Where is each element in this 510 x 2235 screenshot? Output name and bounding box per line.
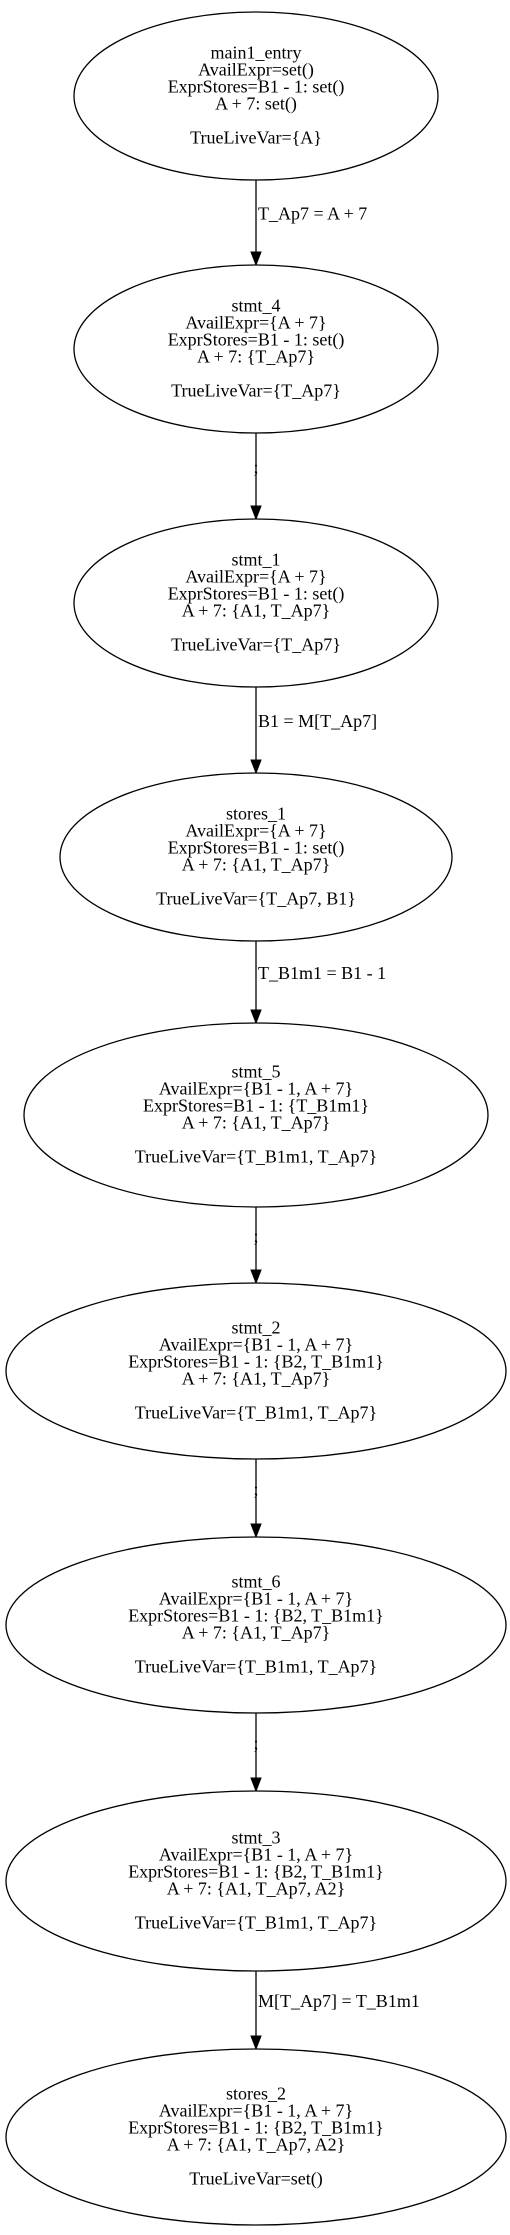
node-line: TrueLiveVar={T_Ap7} xyxy=(171,635,341,655)
edge-arrowhead xyxy=(250,505,262,521)
edges-layer: T_Ap7 = A + 7; B1 = M[T_Ap7] T_B1m1 = B1 -… xyxy=(250,180,420,2051)
edge-arrowhead xyxy=(250,1777,262,1793)
node-ellipse xyxy=(59,772,453,942)
node-line: ExprStores=B1 - 1: {B2, T_B1m1} xyxy=(128,2118,384,2138)
edge-label: ; xyxy=(253,1479,258,1499)
node-line: TrueLiveVar={T_Ap7, B1} xyxy=(156,889,356,909)
node-line: A + 7: {A1, T_Ap7} xyxy=(182,855,331,875)
node-line: TrueLiveVar={T_B1m1, T_Ap7} xyxy=(135,1403,377,1423)
node-line: AvailExpr=set() xyxy=(198,60,314,81)
node-ellipse xyxy=(73,11,439,181)
node-line: A + 7: {A1, T_Ap7} xyxy=(182,1623,331,1643)
node-ellipse xyxy=(5,2048,507,2226)
node-line: TrueLiveVar={T_B1m1, T_Ap7} xyxy=(135,1147,377,1167)
edge-stmt-4-to-stmt-1: ; xyxy=(250,433,262,521)
node-line: A + 7: set() xyxy=(215,94,297,115)
node-title: stmt_4 xyxy=(231,296,280,316)
node-line: ExprStores=B1 - 1: {T_B1m1} xyxy=(143,1096,369,1116)
edge-stmt-5-to-stmt-2: ; xyxy=(250,1207,262,1285)
edge-label: ; xyxy=(253,1733,258,1753)
edge-stores-1-to-stmt-5: T_B1m1 = B1 - 1 xyxy=(250,941,386,1025)
node-title: stmt_3 xyxy=(231,1828,280,1848)
node-line: TrueLiveVar={T_B1m1, T_Ap7} xyxy=(135,1913,377,1933)
node-line: A + 7: {A1, T_Ap7} xyxy=(182,1113,331,1133)
node-title: main1_entry xyxy=(211,43,302,63)
edge-arrowhead xyxy=(250,1009,262,1025)
edge-main1-entry-to-stmt-4: T_Ap7 = A + 7 xyxy=(250,180,367,267)
nodes-layer: main1_entryAvailExpr=set()ExprStores=B1 … xyxy=(5,11,507,2226)
node-line: AvailExpr={B1 - 1, A + 7} xyxy=(159,1845,353,1865)
node-line: AvailExpr={A + 7} xyxy=(185,567,326,587)
node-ellipse xyxy=(73,518,439,688)
node-title: stores_1 xyxy=(226,804,286,824)
edge-arrowhead xyxy=(250,1523,262,1539)
node-line: AvailExpr={A + 7} xyxy=(185,821,326,841)
edge-label: M[T_Ap7] = T_B1m1 xyxy=(258,1991,420,2011)
node-ellipse xyxy=(23,1022,489,1208)
node-line: ExprStores=B1 - 1: set() xyxy=(168,584,345,605)
edge-label: ; xyxy=(253,1226,258,1246)
node-title: stmt_5 xyxy=(231,1062,280,1082)
node-line: TrueLiveVar={T_Ap7} xyxy=(171,381,341,401)
edge-stmt-1-to-stores-1: B1 = M[T_Ap7] xyxy=(250,687,377,775)
node-ellipse xyxy=(5,1536,507,1714)
node-line: A + 7: {A1, T_Ap7} xyxy=(182,1369,331,1389)
node-main1-entry: main1_entryAvailExpr=set()ExprStores=B1 … xyxy=(73,11,439,181)
node-line: ExprStores=B1 - 1: set() xyxy=(168,330,345,351)
node-title: stmt_6 xyxy=(231,1572,280,1592)
edge-arrowhead xyxy=(250,759,262,775)
node-line: ExprStores=B1 - 1: set() xyxy=(168,77,345,98)
node-line: AvailExpr={A + 7} xyxy=(185,313,326,333)
node-title: stmt_1 xyxy=(231,550,280,570)
edge-label: ; xyxy=(253,457,258,477)
node-line: TrueLiveVar=set() xyxy=(189,2169,322,2190)
edge-stmt-3-to-stores-2: M[T_Ap7] = T_B1m1 xyxy=(250,1971,420,2051)
node-line: ExprStores=B1 - 1: set() xyxy=(168,838,345,859)
node-line: A + 7: {T_Ap7} xyxy=(197,347,315,367)
node-line: ExprStores=B1 - 1: {B2, T_B1m1} xyxy=(128,1352,384,1372)
node-ellipse xyxy=(5,1790,507,1972)
node-title: stmt_2 xyxy=(231,1318,280,1338)
edge-stmt-2-to-stmt-6: ; xyxy=(250,1459,262,1539)
edge-label: T_Ap7 = A + 7 xyxy=(258,204,367,224)
node-line: AvailExpr={B1 - 1, A + 7} xyxy=(159,2101,353,2121)
edge-label: T_B1m1 = B1 - 1 xyxy=(258,963,386,983)
node-ellipse xyxy=(5,1282,507,1460)
node-line: AvailExpr={B1 - 1, A + 7} xyxy=(159,1335,353,1355)
node-ellipse xyxy=(73,264,439,434)
node-line: ExprStores=B1 - 1: {B2, T_B1m1} xyxy=(128,1862,384,1882)
node-line: A + 7: {A1, T_Ap7, A2} xyxy=(167,1879,346,1899)
node-line: A + 7: {A1, T_Ap7} xyxy=(182,601,331,621)
node-line: AvailExpr={B1 - 1, A + 7} xyxy=(159,1079,353,1099)
node-line: A + 7: {A1, T_Ap7, A2} xyxy=(167,2135,346,2155)
node-line: ExprStores=B1 - 1: {B2, T_B1m1} xyxy=(128,1606,384,1626)
edge-arrowhead xyxy=(250,1269,262,1285)
edge-arrowhead xyxy=(250,251,262,267)
node-line: AvailExpr={B1 - 1, A + 7} xyxy=(159,1589,353,1609)
edge-stmt-6-to-stmt-3: ; xyxy=(250,1713,262,1793)
edge-arrowhead xyxy=(250,2035,262,2051)
node-line: TrueLiveVar={T_B1m1, T_Ap7} xyxy=(135,1657,377,1677)
node-title: stores_2 xyxy=(226,2084,286,2104)
edge-label: B1 = M[T_Ap7] xyxy=(258,711,377,731)
node-line: TrueLiveVar={A} xyxy=(190,128,322,148)
